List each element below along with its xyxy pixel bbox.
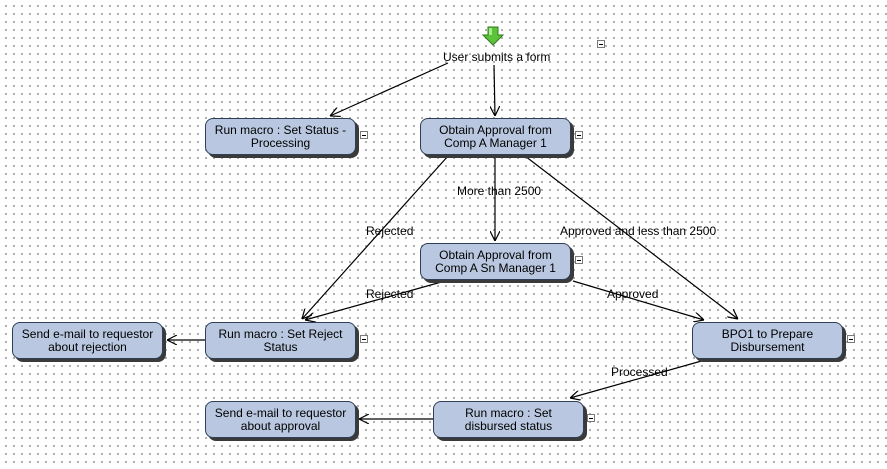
edge-label-processed: Processed [611,365,668,379]
edge-label-rejected-1: Rejected [366,224,414,238]
edge-start-to-processing [330,62,449,116]
start-label: User submits a form [443,50,551,64]
node-set-status-processing[interactable]: Run macro : Set Status - Processing [205,118,356,155]
node-approval-comp-a[interactable]: Obtain Approval from Comp A Manager 1 [420,118,571,155]
node-email-rejection[interactable]: Send e-mail to requestor about rejection [12,322,163,359]
edge-sn-approval-to-reject [305,280,446,320]
collapse-toggle-set-status-processing[interactable] [360,131,368,139]
edge-label-more-than-2500: More than 2500 [457,184,542,198]
node-email-approval[interactable]: Send e-mail to requestor about approval [205,401,356,438]
collapse-toggle-approval-comp-a[interactable] [575,131,583,139]
collapse-toggle-set-reject-status[interactable] [360,335,368,343]
node-set-disbursed-status[interactable]: Run macro : Set disbursed status [433,401,584,438]
collapse-toggle-bpo1-disbursement[interactable] [847,335,855,343]
node-bpo1-disbursement[interactable]: BPO1 to Prepare Disbursement [692,322,843,359]
edge-sn-approval-to-bpo1 [572,280,704,320]
edge-label-approved-less-2500: Approved and less than 2500 [560,224,717,238]
edge-label-approved: Approved [607,287,659,301]
diagram-collapse-toggle[interactable] [597,40,605,48]
edge-start-to-approval [494,64,495,116]
edge-approval-to-reject [302,155,449,319]
edge-label-rejected-2: Rejected [366,287,414,301]
collapse-toggle-set-disbursed-status[interactable] [587,414,595,422]
edge-approval-to-bpo1 [524,155,738,319]
node-set-reject-status[interactable]: Run macro : Set Reject Status [205,322,356,359]
start-arrow-icon[interactable] [482,26,504,46]
node-approval-comp-a-sn[interactable]: Obtain Approval from Comp A Sn Manager 1 [420,243,571,280]
collapse-toggle-approval-comp-a-sn[interactable] [575,256,583,264]
edge-bpo1-to-disbursed [570,359,706,398]
